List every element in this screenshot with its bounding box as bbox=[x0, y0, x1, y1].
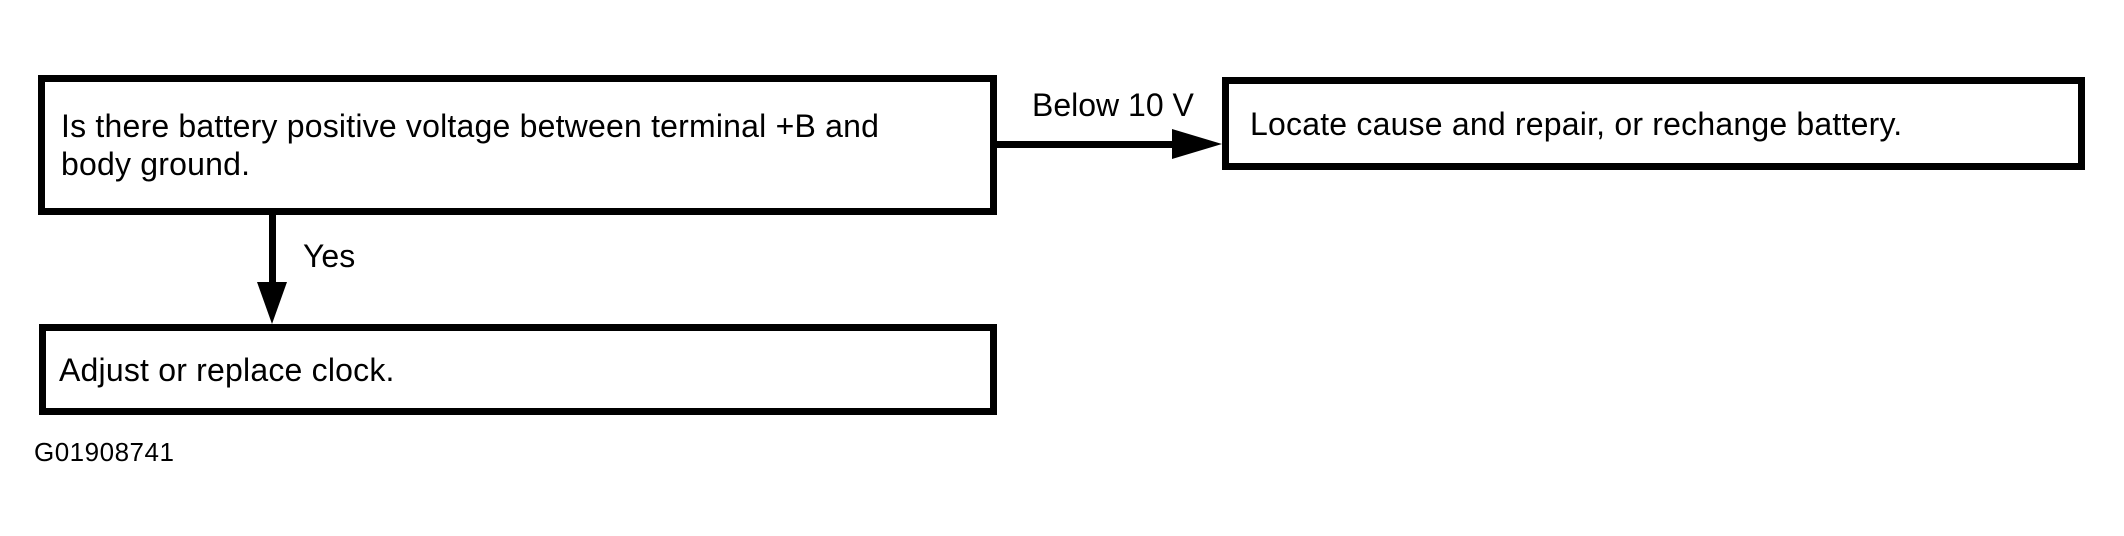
figure-id: G01908741 bbox=[34, 437, 175, 467]
decision-box-battery-voltage-text: Is there battery positive voltage betwee… bbox=[61, 108, 880, 182]
action-box-repair-battery-text: Locate cause and repair, or rechange bat… bbox=[1250, 105, 1903, 142]
edge-label-yes: Yes bbox=[303, 238, 356, 274]
arrow-right-head-icon bbox=[1172, 129, 1222, 159]
action-box-adjust-clock: Adjust or replace clock. bbox=[39, 324, 997, 415]
action-box-repair-battery: Locate cause and repair, or rechange bat… bbox=[1222, 77, 2085, 170]
edge-label-below-10v: Below 10 V bbox=[1032, 87, 1194, 123]
arrow-down-shaft bbox=[269, 214, 276, 286]
action-box-adjust-clock-text: Adjust or replace clock. bbox=[59, 351, 395, 388]
decision-box-battery-voltage: Is there battery positive voltage betwee… bbox=[38, 75, 997, 215]
arrow-down-head-icon bbox=[257, 282, 287, 324]
arrow-right-shaft bbox=[997, 141, 1179, 148]
